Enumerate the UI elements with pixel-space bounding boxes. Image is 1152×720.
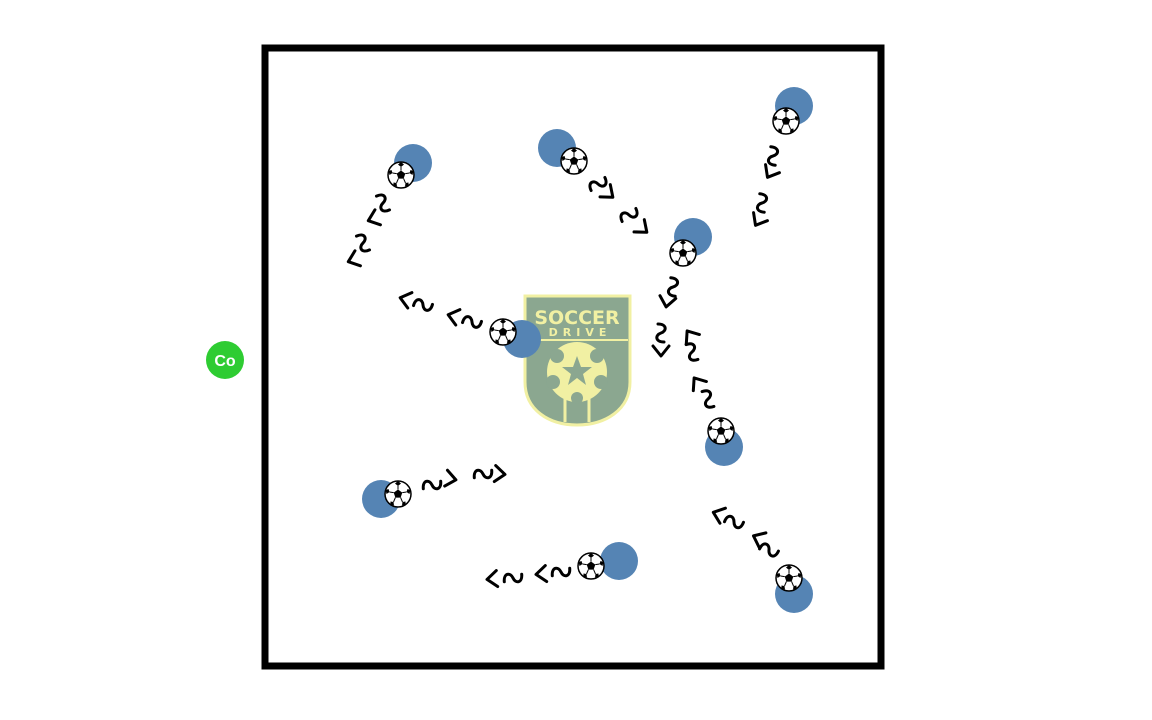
- dribble-arrow-icon: [396, 288, 414, 310]
- dribble-arrow-icon: [364, 208, 382, 230]
- dribble-arrow-icon: [679, 324, 701, 346]
- dribble-mark-icon: [617, 205, 641, 225]
- dribble-mark-icon: [586, 174, 610, 194]
- player-5: [396, 288, 541, 358]
- player-8: [484, 542, 638, 589]
- dribble-arrow-icon: [484, 569, 500, 589]
- dribble-mark-icon: [766, 145, 780, 167]
- dribble-arrow-icon: [632, 218, 654, 240]
- player-6: [679, 324, 743, 466]
- player-7: [362, 464, 508, 518]
- dribble-arrow-icon: [492, 464, 508, 484]
- dribble-mark-icon: [472, 467, 494, 481]
- coach-marker: Co: [206, 341, 244, 379]
- dribble-mark-icon: [421, 478, 443, 492]
- dribble-arrow-icon: [747, 211, 769, 231]
- player-9: [709, 503, 813, 613]
- dribble-mark-icon: [666, 276, 680, 298]
- dribble-mark-icon: [757, 540, 781, 560]
- player-2: [538, 129, 654, 240]
- soccer-ball-icon: [577, 552, 605, 580]
- player-4: [651, 218, 712, 358]
- dribble-mark-icon: [550, 565, 572, 579]
- player-3: [747, 87, 813, 231]
- dribble-mark-icon: [722, 513, 746, 531]
- dribble-mark-icon: [755, 192, 769, 214]
- dribble-arrow-icon: [344, 249, 362, 271]
- dribble-arrow-icon: [443, 468, 459, 490]
- dribble-arrow-icon: [533, 564, 549, 584]
- dribble-arrow-icon: [444, 305, 462, 327]
- player-1: [344, 144, 432, 271]
- soccer-ball-icon: [560, 147, 588, 175]
- logo-top-text: SOCCER: [534, 307, 620, 329]
- dribble-arrow-icon: [709, 503, 727, 525]
- dribble-arrow-icon: [686, 371, 708, 393]
- dribble-arrow-icon: [759, 163, 781, 183]
- dribble-mark-icon: [655, 322, 667, 344]
- logo-bottom-text: DRIVE: [549, 326, 612, 339]
- dribble-mark-icon: [502, 571, 524, 585]
- dribble-arrow-icon: [656, 294, 678, 310]
- dribble-mark-icon: [699, 387, 717, 411]
- soccer-drive-logo: SOCCER DRIVE: [523, 294, 632, 427]
- soccer-ball-icon: [772, 107, 800, 135]
- dribble-mark-icon: [373, 191, 393, 215]
- soccer-ball-icon: [707, 417, 735, 445]
- dribble-mark-icon: [460, 314, 484, 330]
- soccer-ball-icon: [669, 239, 697, 267]
- soccer-ball-icon: [384, 480, 412, 508]
- dribble-arrow-icon: [651, 344, 671, 358]
- dribble-mark-icon: [411, 297, 435, 313]
- dribble-mark-icon: [683, 340, 701, 364]
- soccer-ball-icon: [489, 318, 517, 346]
- soccer-ball-icon: [775, 564, 803, 592]
- coach-label: Co: [214, 353, 236, 370]
- soccer-ball-icon: [387, 161, 415, 189]
- dribble-mark-icon: [353, 231, 373, 255]
- field-boundary: [261, 44, 885, 670]
